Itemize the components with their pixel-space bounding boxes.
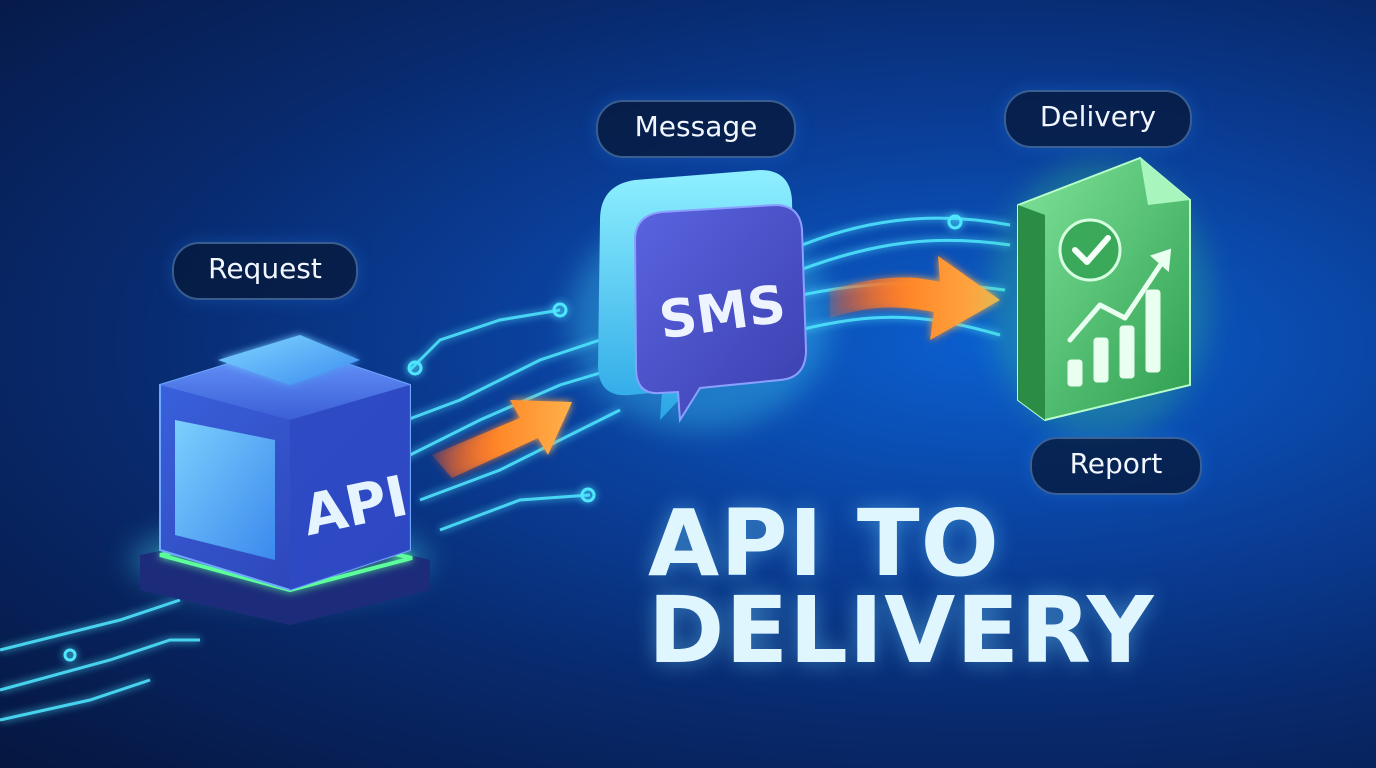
message-label: Message: [596, 100, 796, 158]
growth-chart-icon: [1067, 248, 1172, 387]
arrow-right-icon: [830, 256, 1000, 340]
circuit-nodes: [63, 214, 963, 662]
check-circle-icon: [1058, 218, 1122, 282]
report-label: Report: [1030, 437, 1202, 495]
headline-line-2: DELIVERY: [648, 577, 1155, 684]
delivery-label: Delivery: [1004, 90, 1192, 148]
sms-chat-bubble-icon: [570, 170, 830, 430]
request-label: Request: [172, 242, 358, 300]
arrow-right-icon: [432, 400, 572, 478]
delivery-report-document-icon: [990, 156, 1210, 440]
headline-line-1: API TO: [648, 490, 1000, 597]
api-cube-icon: [130, 335, 430, 625]
